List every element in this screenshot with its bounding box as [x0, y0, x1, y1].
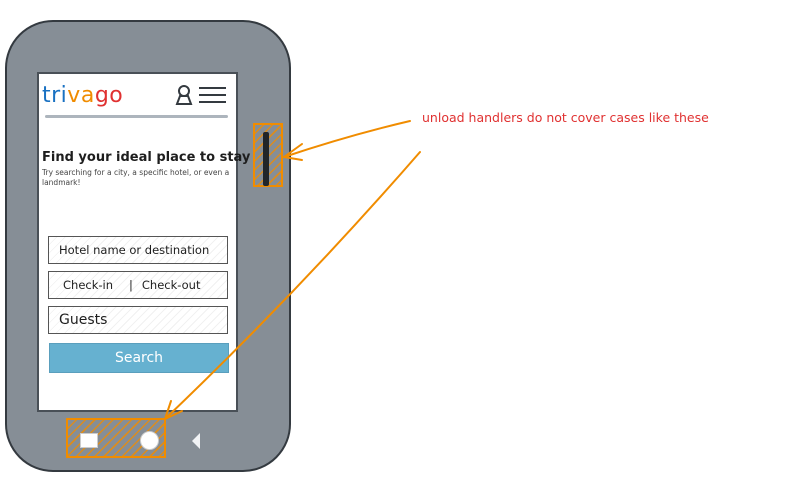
checkout-field[interactable]: Check-out [141, 278, 201, 292]
page-subheading: Try searching for a city, a specific hot… [42, 168, 230, 187]
logo-go: go [94, 83, 124, 108]
destination-placeholder: Hotel name or destination [59, 243, 210, 257]
guests-label: Guests [59, 312, 108, 328]
logo-tri: tri [42, 83, 68, 108]
recent-apps-icon[interactable] [80, 433, 98, 448]
date-separator: | [129, 278, 133, 292]
header-divider [45, 115, 228, 118]
dates-input[interactable]: Check-in | Check-out [48, 271, 228, 299]
checkin-field[interactable]: Check-in [63, 278, 114, 292]
trivago-logo[interactable]: trivago [42, 83, 123, 108]
arrow-to-side-button [283, 120, 411, 158]
search-button[interactable]: Search [49, 343, 229, 373]
menu-icon[interactable] [199, 87, 226, 103]
arrow-to-nav-bar [164, 151, 421, 420]
page-heading: Find your ideal place to stay [42, 150, 251, 165]
header-icons [175, 85, 226, 105]
annotation-text: unload handlers do not cover cases like … [422, 110, 709, 125]
back-icon[interactable] [190, 432, 202, 450]
side-button[interactable] [263, 132, 269, 186]
home-icon[interactable] [140, 431, 159, 450]
logo-va: va [67, 83, 95, 108]
user-icon[interactable] [175, 85, 193, 105]
destination-input[interactable]: Hotel name or destination [48, 236, 228, 264]
guests-input[interactable]: Guests [48, 306, 228, 334]
